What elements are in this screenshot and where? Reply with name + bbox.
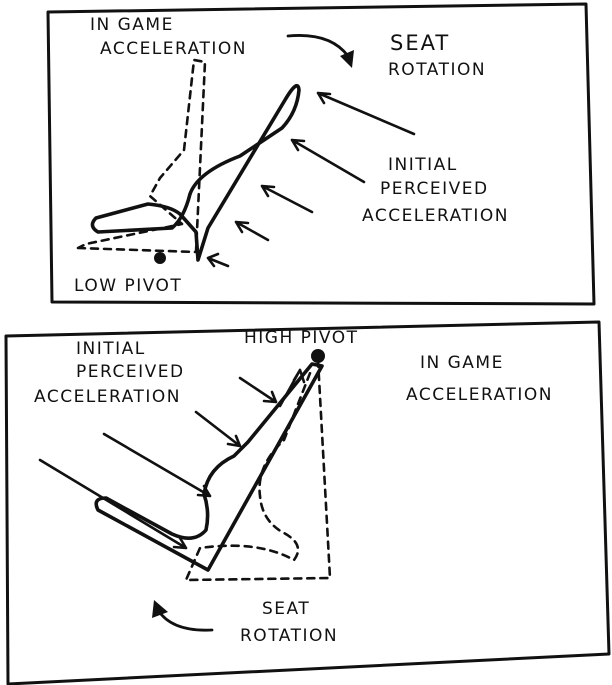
initial-label-line3-high: ACCELERATION xyxy=(34,387,181,407)
in-game-label-line2-high: ACCELERATION xyxy=(406,385,553,405)
pivot-arrow-low xyxy=(206,252,230,268)
panel-low-frame xyxy=(46,2,596,306)
low-pivot-dot xyxy=(154,252,166,264)
in-game-label-line1-low: IN GAME xyxy=(90,15,174,35)
seat-label-line1-high: SEAT xyxy=(262,599,310,619)
initial-perceived-arrows-high xyxy=(38,376,278,550)
initial-label-line2-low: PERCEIVED xyxy=(380,179,489,199)
high-pivot-dot xyxy=(311,349,325,363)
seat-rotation-arrow-low xyxy=(286,34,350,58)
initial-label-line3-low: ACCELERATION xyxy=(362,206,509,226)
in-game-label-line2-low: ACCELERATION xyxy=(100,39,247,59)
pivot-label-high: HIGH PIVOT xyxy=(244,328,359,348)
seat-label-line2-low: ROTATION xyxy=(388,60,486,80)
seat-rotation-arrowhead-low xyxy=(340,50,354,68)
real-seat-outline-high xyxy=(94,362,324,572)
pivot-arrow-high xyxy=(278,368,306,408)
perceived-arrow-low-4 xyxy=(234,220,270,242)
perceived-arrow-high-3 xyxy=(102,432,212,498)
perceived-arrow-high-2 xyxy=(194,410,242,448)
panel-low-pivot: IN GAME ACCELERATION SEAT ROTATION INITI… xyxy=(46,2,596,306)
in-game-label-line1-high: IN GAME xyxy=(420,353,504,373)
perceived-arrow-low-3 xyxy=(260,184,314,214)
in-game-seat-outline-low xyxy=(76,58,207,254)
seat-rotation-arrow-high xyxy=(156,608,214,632)
panel-high-frame xyxy=(4,320,611,685)
perceived-arrow-low-2 xyxy=(290,138,366,184)
pivot-label-low: LOW PIVOT xyxy=(74,276,182,296)
seat-rotation-arrowhead-high xyxy=(152,600,168,618)
initial-perceived-arrows-low xyxy=(234,91,416,242)
initial-label-line2-high: PERCEIVED xyxy=(76,362,185,382)
initial-label-line1-high: INITIAL xyxy=(76,339,146,359)
perceived-arrow-high-1 xyxy=(238,376,278,404)
panel-high-pivot: HIGH PIVOT INITIAL PERCEIVED ACCELERATIO… xyxy=(4,320,611,685)
seat-label-line1-low: SEAT xyxy=(390,31,450,55)
initial-label-line1-low: INITIAL xyxy=(388,155,458,175)
perceived-arrow-low-1 xyxy=(316,91,416,136)
in-game-seat-outline-high xyxy=(184,358,332,582)
perceived-arrow-high-4 xyxy=(38,458,188,550)
seat-label-line2-high: ROTATION xyxy=(240,626,338,646)
real-seat-outline-low xyxy=(90,83,301,262)
